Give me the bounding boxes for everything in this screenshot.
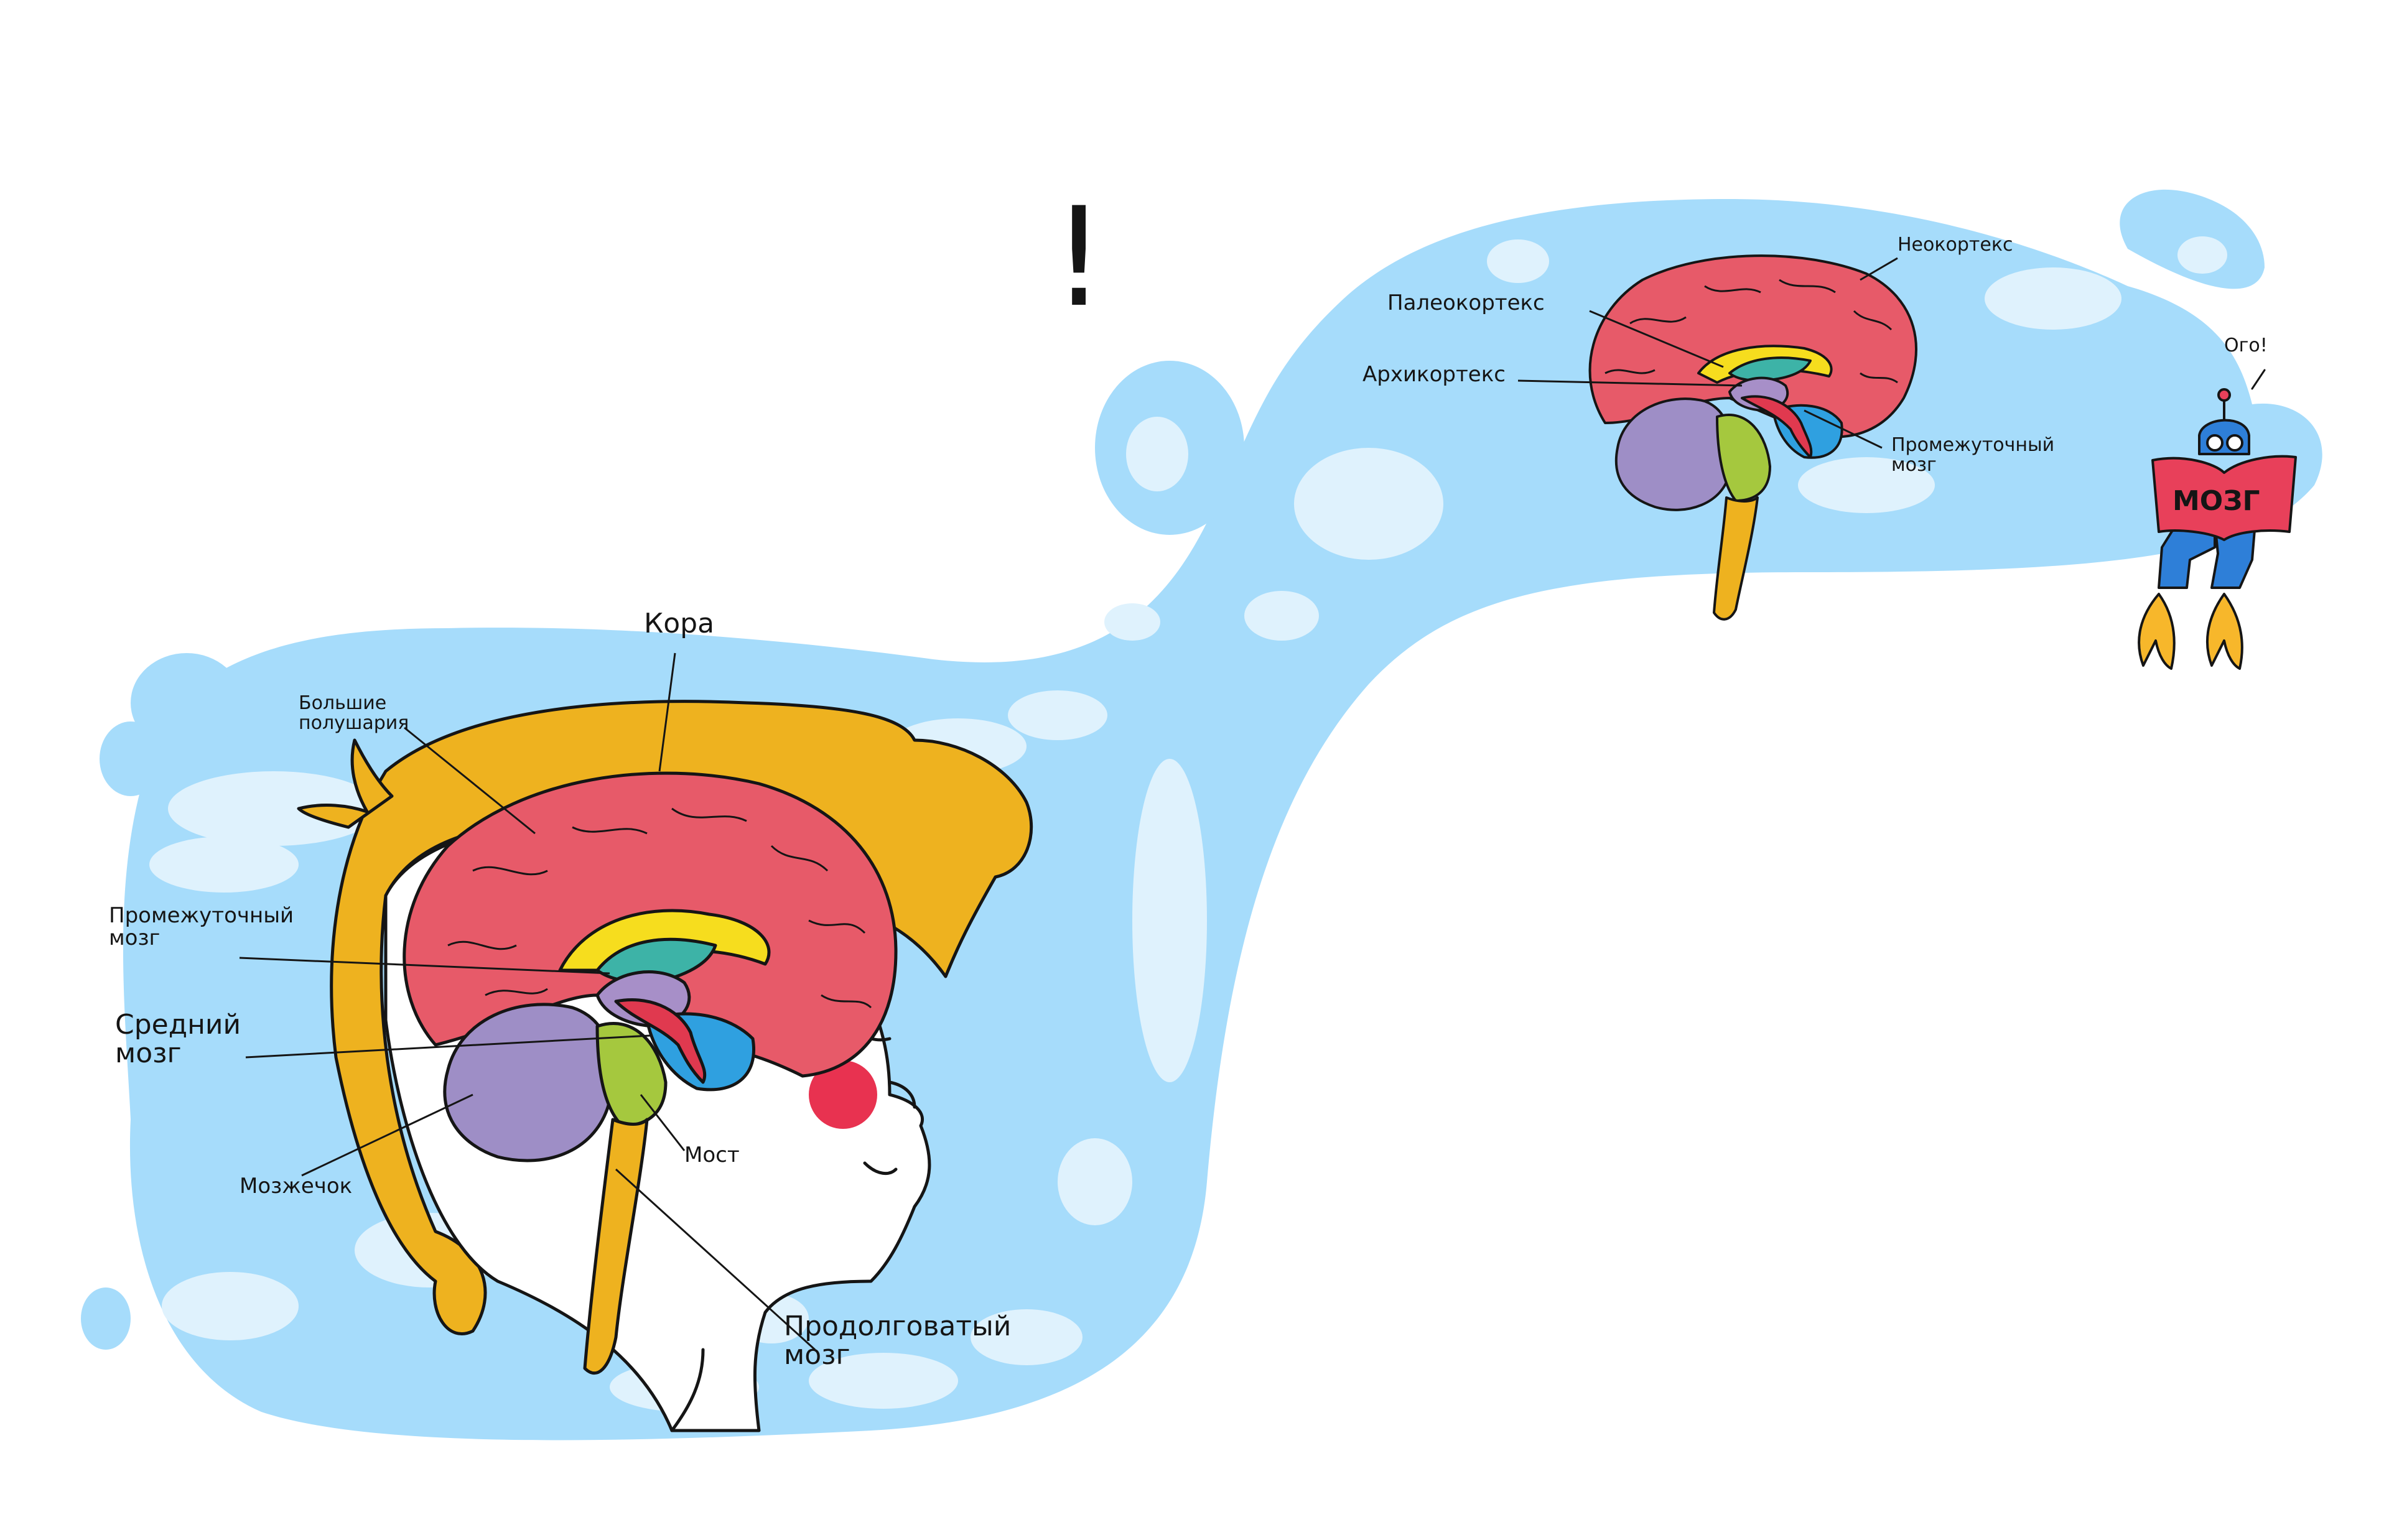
leader-paleocortex [1589,310,1724,368]
cloud-left-bubble [131,653,243,753]
nose [888,1080,916,1109]
cloud-highlight [1487,239,1549,283]
robot: МОЗГ [2138,369,2297,670]
robot-sign [2151,455,2297,541]
leader-cortex [658,652,676,772]
large-brain [403,771,898,1375]
robot-sign-text: МОЗГ [2172,485,2260,517]
brain-gyri [447,807,872,1009]
robot-speech: Ого! [2224,335,2268,356]
exclamation-mark: ! [1051,178,1106,337]
leader-neocortex [1860,257,1898,281]
label-neocortex: Неокортекс [1898,234,2013,256]
small-brain-pons [1716,414,1771,502]
small-brain-gyri [1604,279,1898,384]
label-diencephalon-line1: Промежуточный [109,903,294,928]
neck-line [670,1348,705,1432]
cloud-highlight [1126,417,1188,491]
robot-eye [2206,434,2224,452]
label-hemispheres-line1: Большие [299,692,387,714]
label-medulla-line2: мозг [784,1339,850,1371]
leader-cerebellum [301,1093,473,1177]
leader-pons [640,1094,686,1151]
cloud-highlight [971,1309,1083,1365]
robot-speech-line [2251,369,2266,390]
hair-tuft [297,738,394,829]
robot-flame [2138,593,2176,670]
cloud-highlight [1294,448,1443,560]
brain-pons [595,1022,668,1128]
label-diencephalon-line2: мозг [109,925,161,950]
small-brain-leaders [1517,257,1898,449]
leader-midbrain [245,1034,651,1059]
label-small-diencephalon-line2: мозг [1891,453,1937,476]
cloud-highlight [1058,1138,1132,1225]
large-brain-leaders [239,652,816,1351]
small-brain [1588,254,1917,621]
cheek [809,1060,877,1129]
cloud-highlight [149,837,299,893]
label-midbrain: Средний мозг [115,1009,241,1070]
leader-medulla [615,1168,816,1351]
cloud-highlight [809,1353,958,1409]
label-midbrain-line2: мозг [115,1037,182,1070]
leader-hemispheres [404,726,536,835]
label-paleocortex: Палеокортекс [1387,290,1545,315]
brain-vessels [614,998,707,1084]
cloud-highlight [1104,603,1160,641]
label-medulla-line1: Продолговатый [784,1310,1012,1342]
label-cerebellum: Мозжечок [240,1174,353,1199]
cloud-highlight [168,771,380,846]
small-brain-medulla [1713,496,1759,621]
label-midbrain-line1: Средний [115,1009,241,1041]
cloud-highlight [1985,267,2121,330]
cloud-highlight [162,1272,299,1340]
robot-eye [2226,434,2243,452]
label-archicortex: Архикортекс [1362,362,1506,387]
cloud-highlight [1132,759,1207,1082]
label-hemispheres: Большие полушария [299,693,409,733]
leader-diencephalon [239,957,610,975]
label-pons: Мост [684,1143,740,1167]
leader-small-diencephalon [1804,409,1883,449]
cloud-left-bubble [100,721,162,796]
cloud-highlight [2177,236,2227,274]
label-small-diencephalon: Промежуточный мозг [1891,435,2054,475]
mouth [863,1161,898,1176]
robot-head [2198,419,2250,455]
cloud-highlight [1244,591,1319,641]
label-cortex: Кора [644,608,715,639]
label-small-diencephalon-line1: Промежуточный [1891,434,2055,456]
label-diencephalon: Промежуточный мозг [109,903,294,950]
robot-antenna-tip [2217,388,2231,402]
cloud-highlight [1798,457,1935,513]
small-brain-vessels [1741,395,1813,458]
robot-flame [2205,593,2243,670]
leader-archicortex [1517,379,1743,387]
label-hemispheres-line2: полушария [299,712,409,734]
label-medulla: Продолговатый мозг [784,1312,1011,1370]
cloud-highlight [1008,690,1107,740]
cloud-left-bubble [81,1287,131,1350]
